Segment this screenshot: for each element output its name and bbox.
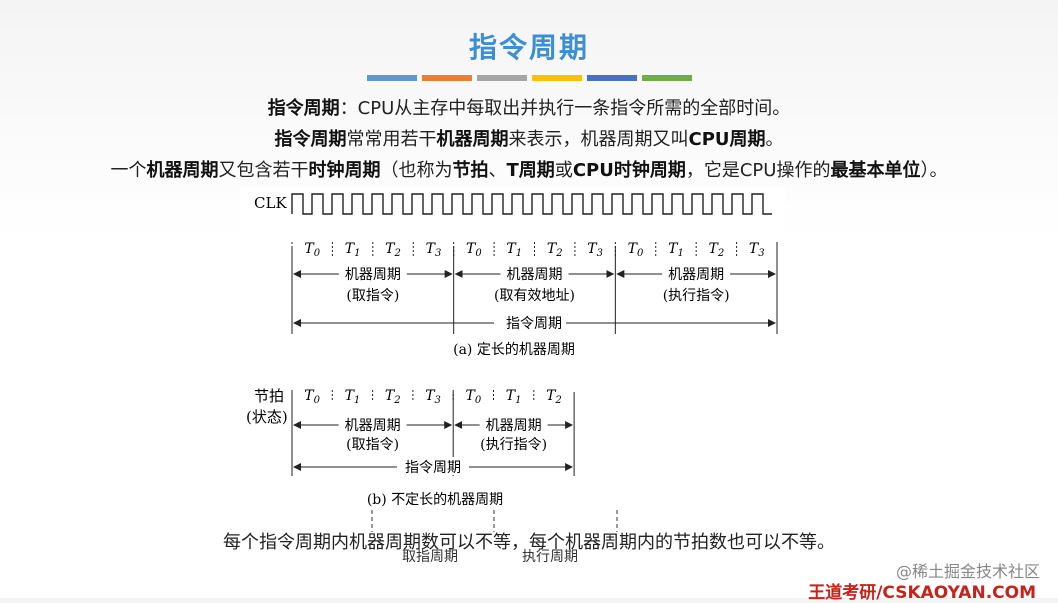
machine-cycle-sub: (取指令) — [346, 288, 399, 304]
definition-line-1: 指令周期：CPU从主存中每取出并执行一条指令所需的全部时间。 — [267, 98, 791, 119]
label-bg — [662, 264, 731, 282]
caption-a: (a) 定长的机器周期 — [453, 342, 575, 358]
term-instruction-cycle: 指令周期 — [267, 98, 340, 119]
label-bg — [397, 457, 470, 475]
instruction-cycle-label: 指令周期 — [405, 460, 461, 476]
color-bar-segment — [422, 75, 472, 81]
color-bar-segment — [532, 75, 582, 81]
beat-state-label-sub: (状态) — [246, 408, 288, 426]
brand-logo-text: 王道考研/CSKAOYAN.COM — [808, 583, 1036, 603]
label-bg — [479, 415, 548, 433]
instruction-cycle-label: 指令周期 — [506, 316, 562, 332]
color-bar-segment — [642, 75, 692, 81]
overlay-label-execute: 执行周期 — [522, 549, 578, 565]
machine-cycle-label: 机器周期 — [345, 418, 401, 434]
clock-waveform — [291, 193, 772, 215]
bottom-note: 每个指令周期内机器周期数可以不等，每个机器周期内的节拍数也可以不等。 — [223, 532, 835, 553]
caption-b: (b) 不定长的机器周期 — [367, 492, 503, 508]
beat-state-label: 节拍 — [254, 387, 284, 405]
color-bar-segment — [587, 75, 637, 81]
color-bar-segment — [367, 75, 417, 81]
definition-line-3: 一个机器周期又包含若干时钟周期（也称为节拍、T周期或CPU时钟周期，它是CPU操… — [110, 160, 948, 181]
page-title: 指令周期 — [468, 31, 589, 64]
machine-cycle-label: 机器周期 — [486, 418, 542, 434]
machine-cycle-sub: (取有效地址) — [494, 288, 575, 304]
machine-cycle-label: 机器周期 — [668, 267, 724, 283]
color-bar-segment — [477, 75, 527, 81]
title-color-bar — [367, 75, 692, 81]
machine-cycle-label: 机器周期 — [507, 267, 563, 283]
machine-cycle-sub: (取指令) — [346, 437, 399, 453]
label-bg — [338, 415, 407, 433]
machine-cycle-sub: (执行指令) — [480, 437, 547, 453]
machine-cycle-label: 机器周期 — [345, 267, 401, 283]
watermark: @稀土掘金技术社区 — [895, 562, 1040, 581]
definition-line-2: 指令周期常常用若干机器周期来表示，机器周期又叫CPU周期。 — [274, 129, 784, 150]
label-bg — [338, 264, 407, 282]
clk-label: CLK — [254, 194, 287, 212]
overlay-label-fetch: 取指周期 — [402, 549, 458, 565]
label-bg — [500, 264, 569, 282]
label-bg — [494, 313, 566, 331]
machine-cycle-sub: (执行指令) — [663, 288, 730, 304]
